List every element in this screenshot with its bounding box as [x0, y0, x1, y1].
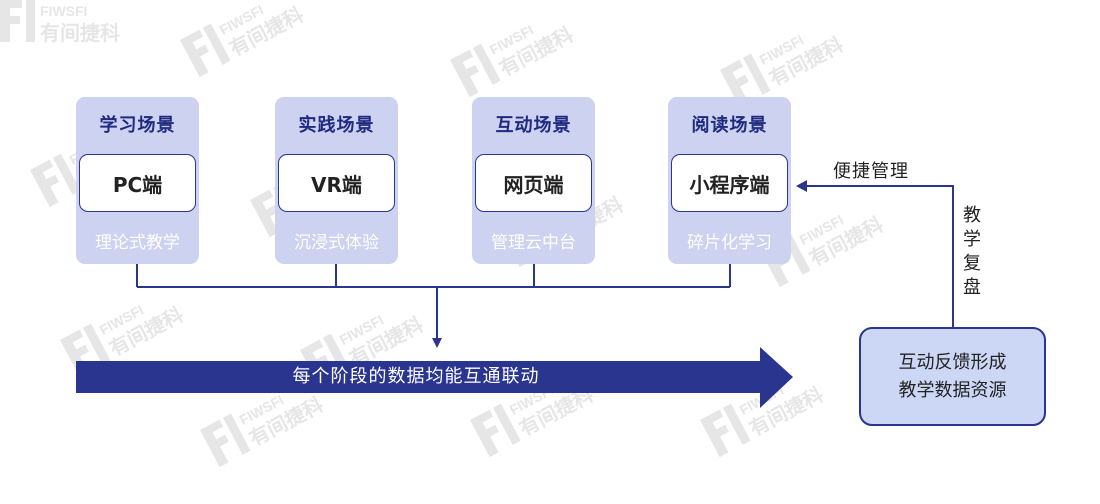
arrow-label: 每个阶段的数据均能互通联动 — [292, 366, 540, 387]
vertical-char: 学 — [963, 229, 981, 250]
vertical-char: 复 — [963, 253, 981, 274]
scene-card-reading: 阅读场景 小程序端 碎片化学习 — [668, 97, 791, 264]
feedback-line — [806, 185, 954, 327]
vertical-char: 盘 — [963, 277, 981, 298]
card-subtitle: 沉浸式体验 — [294, 233, 379, 253]
scene-card-interaction: 互动场景 网页端 管理云中台 — [472, 97, 595, 264]
card-platform: PC端 — [79, 154, 196, 212]
resource-line-2: 教学数据资源 — [898, 379, 1007, 401]
svg-text:有间捷科: 有间捷科 — [40, 21, 120, 45]
card-title: 实践场景 — [298, 115, 375, 136]
card-title: 学习场景 — [99, 115, 176, 136]
feedback-arrowhead — [796, 180, 807, 192]
svg-text:FIWSFI: FIWSFI — [40, 3, 87, 19]
convenient-management-label: 便捷管理 — [833, 161, 909, 182]
card-platform: 小程序端 — [671, 154, 788, 212]
scene-card-practice: 实践场景 VR端 沉浸式体验 — [275, 97, 398, 264]
resource-box: 互动反馈形成 教学数据资源 — [859, 327, 1046, 426]
vertical-char: 教 — [963, 205, 981, 226]
card-platform: 网页端 — [475, 154, 592, 212]
scene-card-learning: 学习场景 PC端 理论式教学 — [76, 97, 199, 264]
card-platform: VR端 — [278, 154, 395, 212]
connector-down-arrowhead — [432, 338, 442, 348]
card-title: 互动场景 — [495, 115, 572, 136]
card-subtitle: 管理云中台 — [491, 233, 576, 253]
teaching-review-label: 教 学 复 盘 — [961, 204, 983, 300]
card-title: 阅读场景 — [691, 115, 768, 136]
watermark-logo: FIWSFI 有间捷科 — [0, 0, 120, 45]
resource-line-1: 互动反馈形成 — [898, 351, 1007, 373]
card-subtitle: 碎片化学习 — [687, 233, 772, 253]
card-subtitle: 理论式教学 — [95, 233, 180, 253]
